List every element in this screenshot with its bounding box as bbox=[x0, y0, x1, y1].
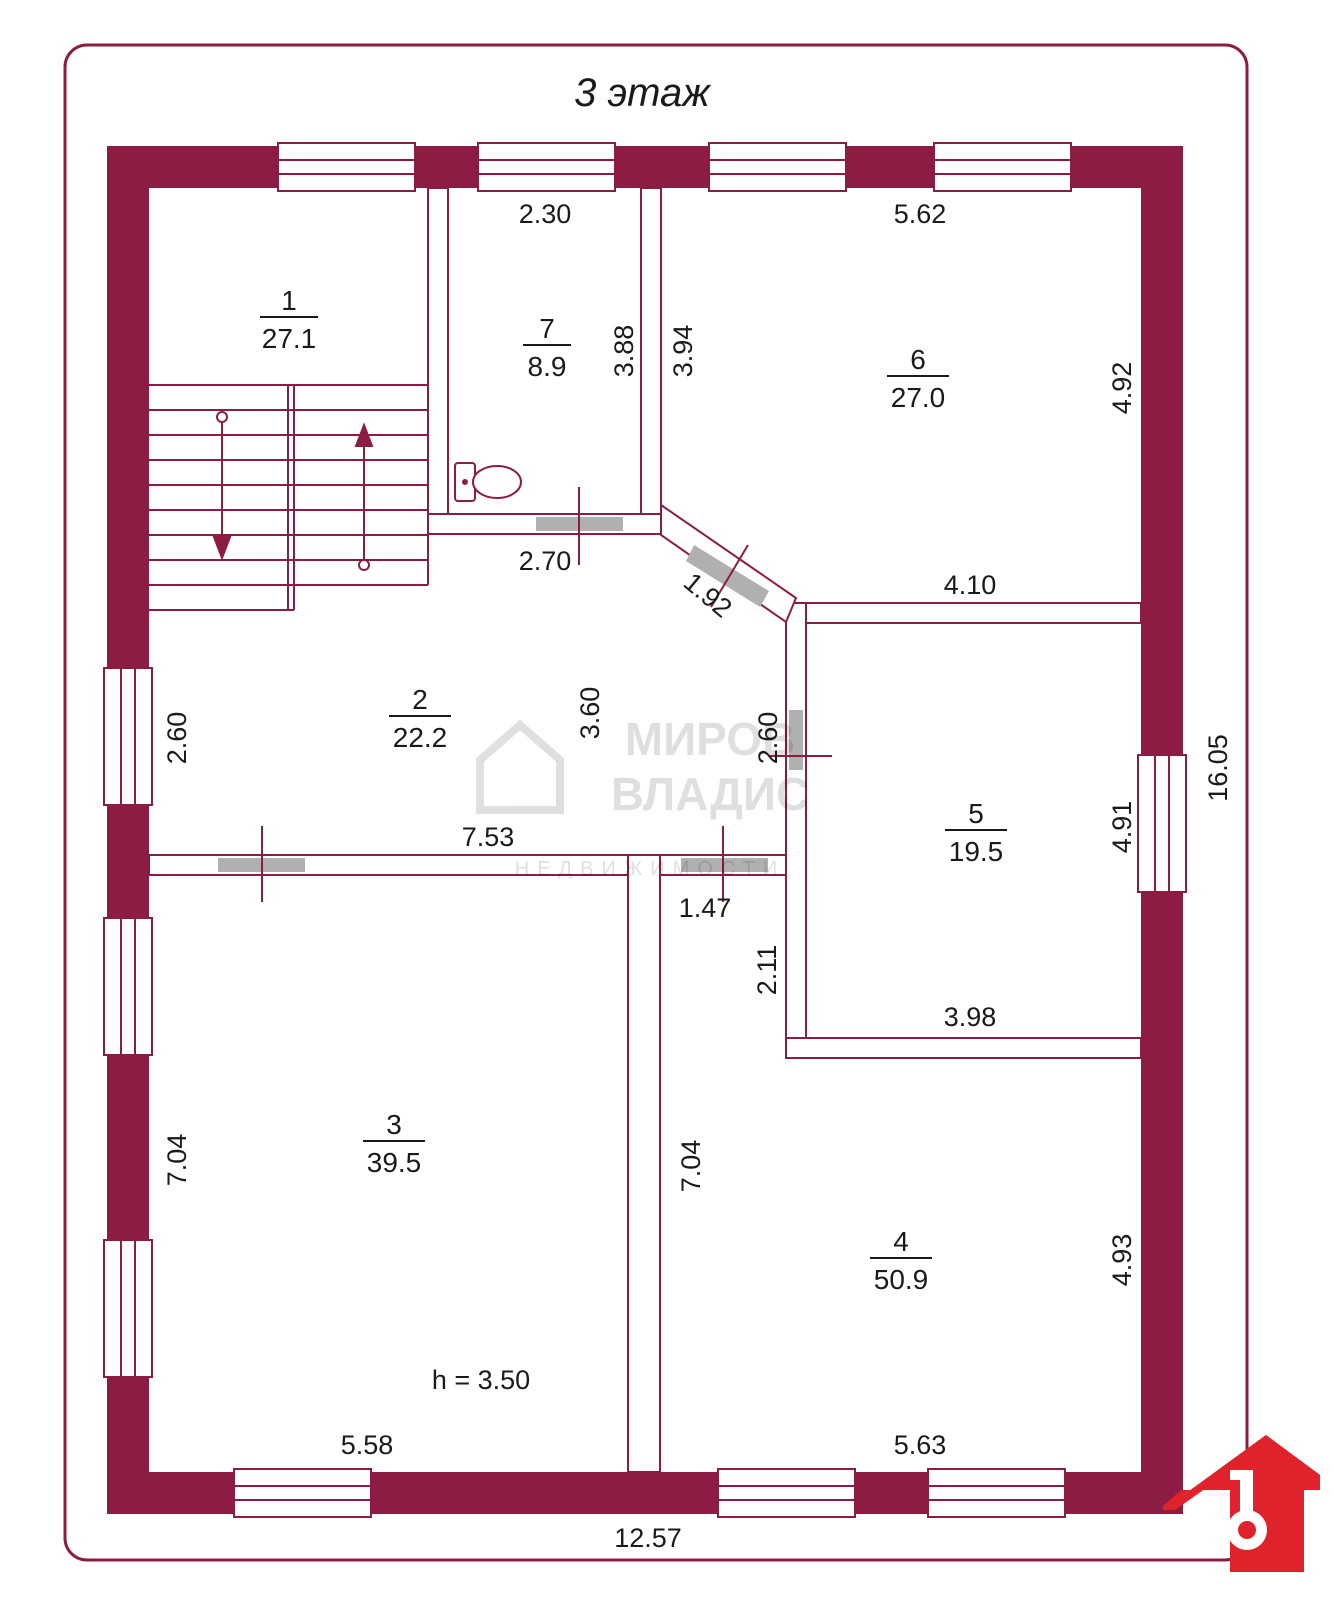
room-1-area: 27.1 bbox=[262, 323, 317, 354]
dim-hall-left: 2.60 bbox=[162, 712, 192, 765]
room-6: 6 27.0 bbox=[891, 344, 946, 413]
room-3-area: 39.5 bbox=[367, 1147, 422, 1178]
room-7-area: 8.9 bbox=[528, 351, 567, 382]
windows-right bbox=[1137, 754, 1187, 893]
stair-arrow-down-icon bbox=[212, 411, 232, 561]
dim-room6-bottom: 4.10 bbox=[944, 570, 997, 600]
room-7-number: 7 bbox=[539, 313, 555, 344]
watermark: МИРОВ ВЛАДИС НЕДВИЖИМОСТИ bbox=[476, 713, 809, 880]
dim-room3-height: 7.04 bbox=[162, 1134, 192, 1187]
dim-total-width: 12.57 bbox=[614, 1523, 682, 1553]
toilet-icon bbox=[454, 462, 522, 502]
room-2-number: 2 bbox=[412, 684, 428, 715]
outer-frame bbox=[63, 43, 1249, 1562]
dim-room7-height-inner: 3.88 bbox=[609, 325, 639, 378]
dim-room5-height: 4.91 bbox=[1107, 801, 1137, 854]
room-4-number: 4 bbox=[893, 1226, 909, 1257]
dim-room5-width: 3.98 bbox=[944, 1002, 997, 1032]
dim-room7-width: 2.30 bbox=[519, 199, 572, 229]
dim-room6-width: 5.62 bbox=[894, 199, 947, 229]
windows-bottom bbox=[233, 1468, 1066, 1518]
dim-room4-width: 5.63 bbox=[894, 1430, 947, 1460]
stair-arrow-up-icon bbox=[354, 422, 374, 571]
dim-room4-height-right: 4.93 bbox=[1107, 1234, 1137, 1287]
room-1: 1 27.1 bbox=[262, 285, 317, 354]
dim-hall-right: 2.60 bbox=[753, 712, 783, 765]
room-3: 3 39.5 bbox=[367, 1109, 422, 1178]
room-5: 5 19.5 bbox=[949, 798, 1004, 867]
floor-title: 3 этаж bbox=[574, 71, 711, 115]
staircase bbox=[149, 384, 429, 611]
room-6-area: 27.0 bbox=[891, 382, 946, 413]
room-5-number: 5 bbox=[968, 798, 984, 829]
windows-left bbox=[103, 667, 153, 1378]
room-5-area: 19.5 bbox=[949, 836, 1004, 867]
watermark-line1: МИРОВ bbox=[625, 713, 795, 765]
dim-total-height: 16.05 bbox=[1203, 734, 1233, 802]
ceiling-height: h = 3.50 bbox=[432, 1365, 530, 1395]
room-4: 4 50.9 bbox=[874, 1226, 929, 1295]
dim-hall-width: 7.53 bbox=[462, 822, 515, 852]
door-swings bbox=[261, 487, 832, 902]
watermark-house-icon bbox=[476, 719, 564, 814]
room-1-number: 1 bbox=[281, 285, 297, 316]
interior-walls bbox=[148, 187, 1142, 1473]
dim-room3-width: 5.58 bbox=[341, 1430, 394, 1460]
dim-hall-center: 3.60 bbox=[575, 687, 605, 740]
windows-top bbox=[277, 142, 1072, 192]
dim-room7-bottom: 2.70 bbox=[519, 546, 572, 576]
dim-corridor-height: 2.11 bbox=[752, 945, 782, 996]
house-key-icon bbox=[1163, 1435, 1320, 1572]
room-4-area: 50.9 bbox=[874, 1264, 929, 1295]
room-6-number: 6 bbox=[910, 344, 926, 375]
dim-room6-height: 4.92 bbox=[1107, 362, 1137, 415]
watermark-line3: НЕДВИЖИМОСТИ bbox=[515, 858, 785, 880]
watermark-line2: ВЛАДИС bbox=[611, 768, 809, 820]
room-labels bbox=[260, 316, 1007, 1259]
room-2-area: 22.2 bbox=[393, 722, 448, 753]
room-2: 2 22.2 bbox=[393, 684, 448, 753]
dim-room4-height-left: 7.04 bbox=[676, 1140, 706, 1193]
dim-room7-height-outer: 3.94 bbox=[668, 325, 698, 378]
room-3-number: 3 bbox=[386, 1109, 402, 1140]
room-7: 7 8.9 bbox=[528, 313, 567, 382]
dim-corridor: 1.47 bbox=[679, 893, 732, 923]
